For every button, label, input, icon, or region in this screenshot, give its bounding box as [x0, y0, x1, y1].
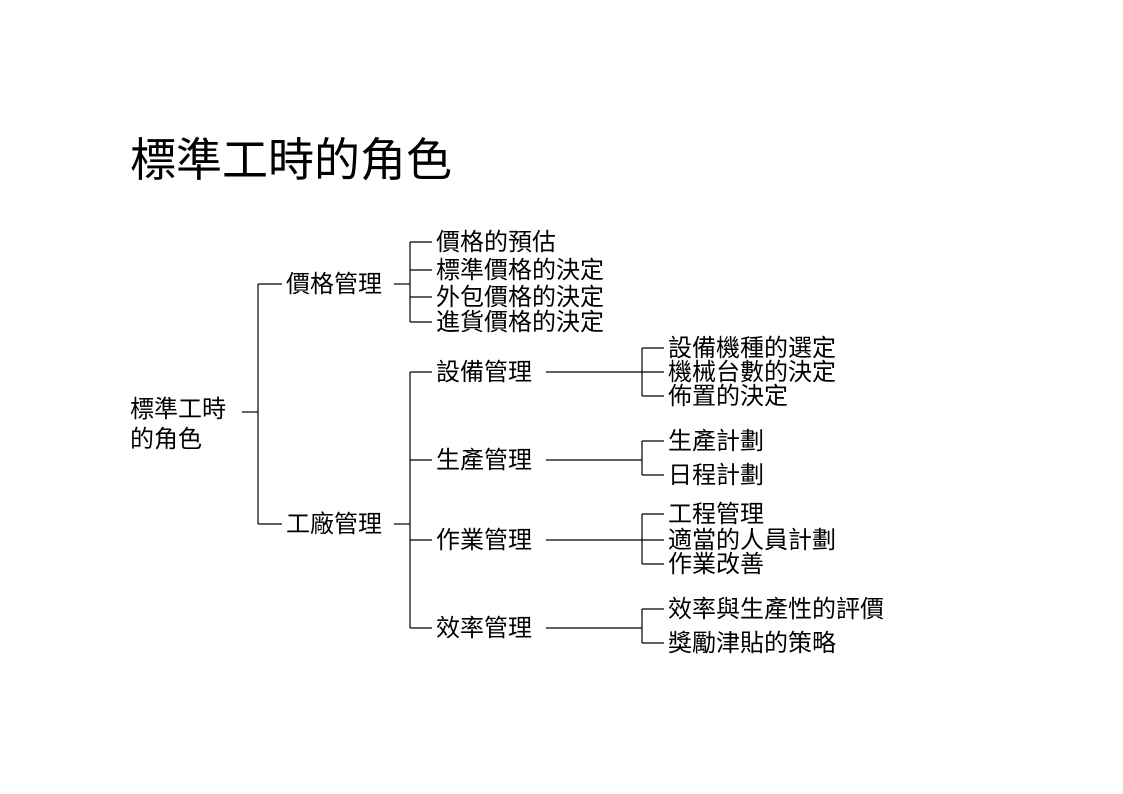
leaf-incentive-strategy: 獎勵津貼的策略 — [668, 629, 836, 657]
leaf-work-improvement: 作業改善 — [668, 550, 764, 578]
leaf-purchase-price: 進貨價格的決定 — [436, 308, 604, 336]
leaf-outsource-price: 外包價格的決定 — [436, 283, 604, 311]
leaf-staffing-plan: 適當的人員計劃 — [668, 526, 836, 554]
leaf-price-estimate: 價格的預估 — [436, 228, 556, 256]
node-factory-management: 工廠管理 — [286, 510, 382, 538]
root-label-line2: 的角色 — [130, 425, 202, 453]
root-label-line1: 標準工時 — [130, 395, 226, 423]
leaf-production-plan: 生產計劃 — [668, 427, 764, 455]
node-equipment-management: 設備管理 — [436, 358, 532, 386]
leaf-layout-decision: 佈置的決定 — [668, 382, 788, 410]
leaf-schedule-plan: 日程計劃 — [668, 461, 764, 489]
leaf-process-management: 工程管理 — [668, 500, 764, 528]
leaf-machine-count: 機械台數的決定 — [668, 358, 836, 386]
page-title: 標準工時的角色 — [130, 133, 452, 187]
node-production-management: 生產管理 — [436, 446, 532, 474]
node-operation-management: 作業管理 — [436, 526, 532, 554]
leaf-equipment-selection: 設備機種的選定 — [668, 334, 836, 362]
leaf-efficiency-evaluation: 效率與生產性的評價 — [668, 595, 884, 623]
node-efficiency-management: 效率管理 — [436, 614, 532, 642]
leaf-standard-price: 標準價格的決定 — [436, 256, 604, 284]
root-node: 標準工時 的角色 — [130, 394, 226, 454]
node-price-management: 價格管理 — [286, 270, 382, 298]
